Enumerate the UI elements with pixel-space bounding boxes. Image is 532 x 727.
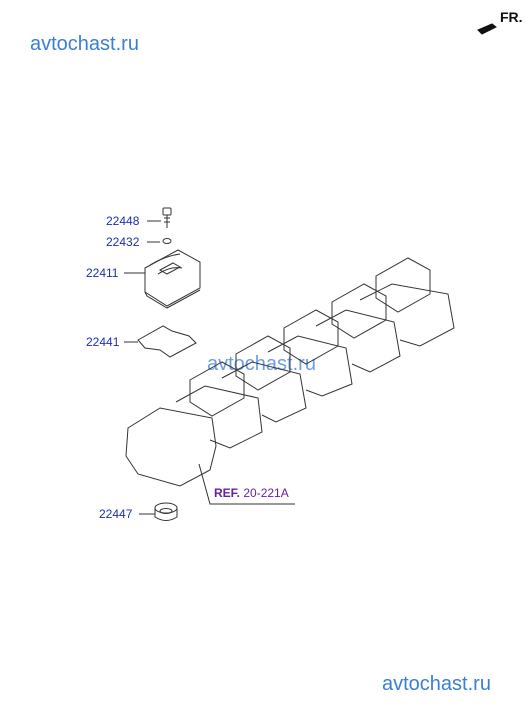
valve-cover-22411 [144, 249, 201, 309]
part-number-22448[interactable]: 22448 [106, 214, 140, 228]
cylinder-head-outline [125, 283, 455, 487]
part-number-22441[interactable]: 22441 [86, 335, 120, 349]
reference-code: 20-221A [243, 486, 289, 500]
bolt-22448 [162, 207, 172, 228]
part-number-22411[interactable]: 22411 [86, 266, 119, 280]
part-number-22447[interactable]: 22447 [99, 507, 133, 521]
washer-22432 [162, 238, 172, 244]
watermark-top: avtochast.ru [30, 33, 139, 55]
reference-prefix: REF. [214, 486, 241, 500]
gasket-22441 [137, 325, 197, 358]
front-arrow-icon [477, 23, 497, 35]
part-number-22432[interactable]: 22432 [106, 235, 140, 249]
installed-valve-covers [189, 257, 431, 417]
reference-label[interactable]: REF. 20-221A [214, 486, 289, 500]
filler-cap-22447 [154, 502, 178, 521]
watermark-bottom: avtochast.ru [382, 673, 491, 695]
front-direction-label: FR. [500, 9, 523, 25]
